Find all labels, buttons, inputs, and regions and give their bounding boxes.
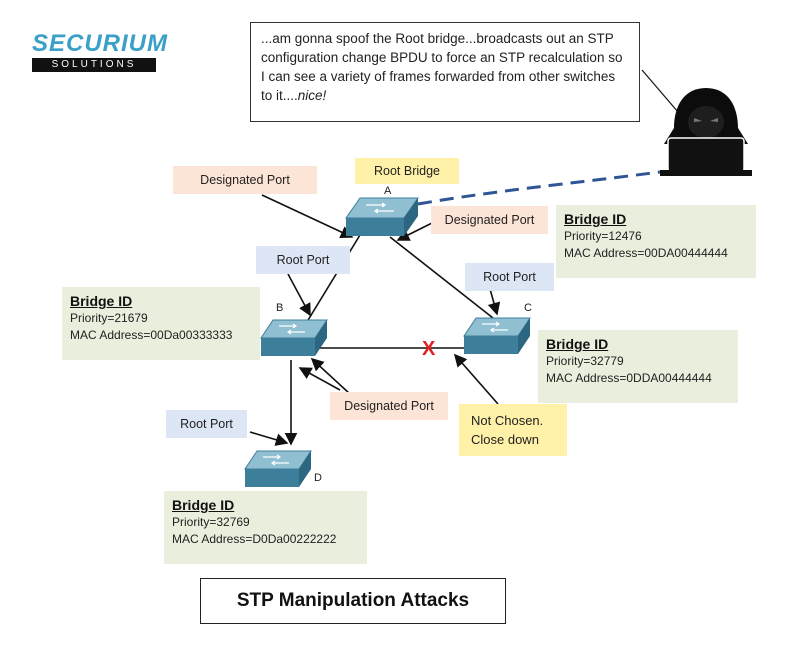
arrow-root-port-d [249,431,289,446]
arrow-root-port-b [287,273,311,317]
blocked-port-marker: X [422,338,436,360]
switch-b-letter: B [276,302,284,314]
switch-d-letter: D [314,472,322,484]
diagram-title: STP Manipulation Attacks [200,578,506,624]
arrow-designated-bottom-2 [298,367,341,391]
root-port-label-c: Root Port [465,263,554,291]
arrow-not-chosen [453,353,499,405]
bridge-priority-d: Priority=32769 [172,515,250,529]
link-a-b [301,234,361,331]
root-port-label-b: Root Port [256,246,350,274]
switch-b-icon [260,319,328,356]
bridge-id-box-c: Bridge ID Priority=32779 MAC Address=0DD… [538,330,738,403]
bridge-id-box-b: Bridge ID Priority=21679 MAC Address=00D… [62,287,260,360]
designated-port-label-bottom: Designated Port [330,392,448,420]
bridge-id-title-c: Bridge ID [546,336,609,352]
switch-c-icon [463,317,531,354]
link-a-c [389,236,494,319]
attacker-callout-line [641,69,679,113]
arrow-designated-bottom-1 [310,357,351,395]
root-bridge-label: Root Bridge [355,158,459,184]
switch-d-icon [244,450,312,487]
attacker-link [417,170,661,206]
arrow-designated-a [396,220,437,241]
switch-a-letter: A [384,185,392,197]
root-port-label-d: Root Port [166,410,247,438]
company-logo: SECURIUM SOLUTIONS [32,30,169,72]
bridge-id-title-d: Bridge ID [172,497,235,513]
attacker-speech-text: ...am gonna spoof the Root bridge...broa… [261,31,623,103]
bridge-id-box-d: Bridge ID Priority=32769 MAC Address=D0D… [164,491,367,564]
attacker-speech-emphasis: nice! [297,88,327,103]
attacker-speech-box: ...am gonna spoof the Root bridge...broa… [250,22,640,122]
bridge-mac-d: MAC Address=D0Da00222222 [172,532,337,546]
designated-port-label-a: Designated Port [431,206,548,234]
bridge-priority-b: Priority=21679 [70,311,148,325]
bridge-id-box-a: Bridge ID Priority=12476 MAC Address=00D… [556,205,756,278]
logo-subtitle: SOLUTIONS [32,58,156,72]
bridge-id-title-b: Bridge ID [70,293,133,309]
bridge-mac-c: MAC Address=0DDA00444444 [546,371,712,385]
bridge-mac-a: MAC Address=00DA00444444 [564,246,728,260]
not-chosen-label: Not Chosen. Close down [459,404,567,456]
switch-a-icon [345,197,419,236]
arrow-designated-top [261,194,354,239]
bridge-mac-b: MAC Address=00Da00333333 [70,328,233,342]
arrow-root-port-c [487,288,501,316]
logo-wordmark: SECURIUM [32,30,169,57]
designated-port-label-top: Designated Port [173,166,317,194]
bridge-priority-a: Priority=12476 [564,229,642,243]
switch-c-letter: C [524,302,532,314]
bridge-priority-c: Priority=32779 [546,354,624,368]
hacker-icon [660,88,752,176]
bridge-id-title-a: Bridge ID [564,211,627,227]
